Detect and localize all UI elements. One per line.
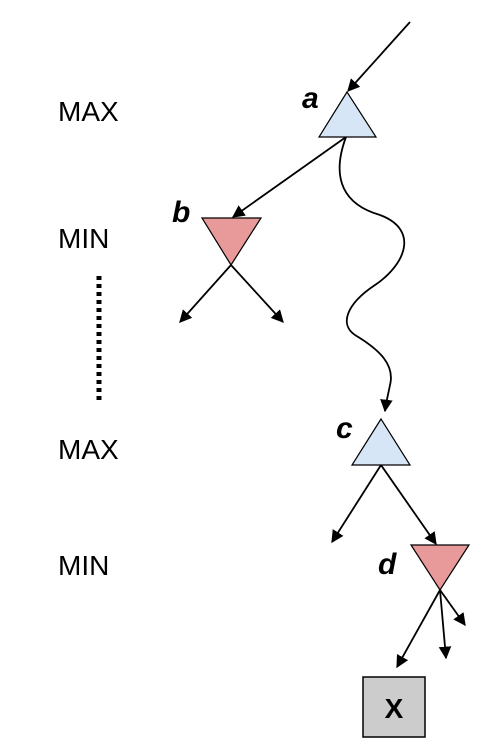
node-a-label: a (302, 82, 319, 115)
edge-d-child-right (439, 589, 466, 627)
edge-a-to-c-path (338, 136, 406, 413)
edge-a-to-b (231, 136, 347, 218)
edge-root-to-a (347, 21, 411, 92)
edge-c-to-d (380, 464, 437, 546)
node-a-max (317, 90, 378, 138)
edge-b-child-left (179, 264, 232, 323)
level-label-min-top: MIN (58, 223, 109, 254)
node-b-min (200, 217, 263, 267)
level-label-min-bottom: MIN (58, 550, 109, 581)
node-d-label: d (378, 548, 397, 581)
edge-d-child-middle (438, 589, 452, 660)
level-label-max-bottom: MAX (58, 434, 119, 465)
node-d-min (409, 544, 471, 592)
leaf-x-box (362, 676, 426, 738)
level-label-max-top: MAX (58, 96, 119, 127)
edge-d-to-leaf (396, 589, 441, 669)
edge-b-child-right (230, 264, 284, 323)
node-c-max (350, 417, 412, 466)
node-b-label: b (172, 196, 190, 229)
node-c-label: c (336, 412, 353, 445)
leaf-x-label: X (385, 693, 404, 724)
edge-c-child-left (331, 464, 382, 544)
